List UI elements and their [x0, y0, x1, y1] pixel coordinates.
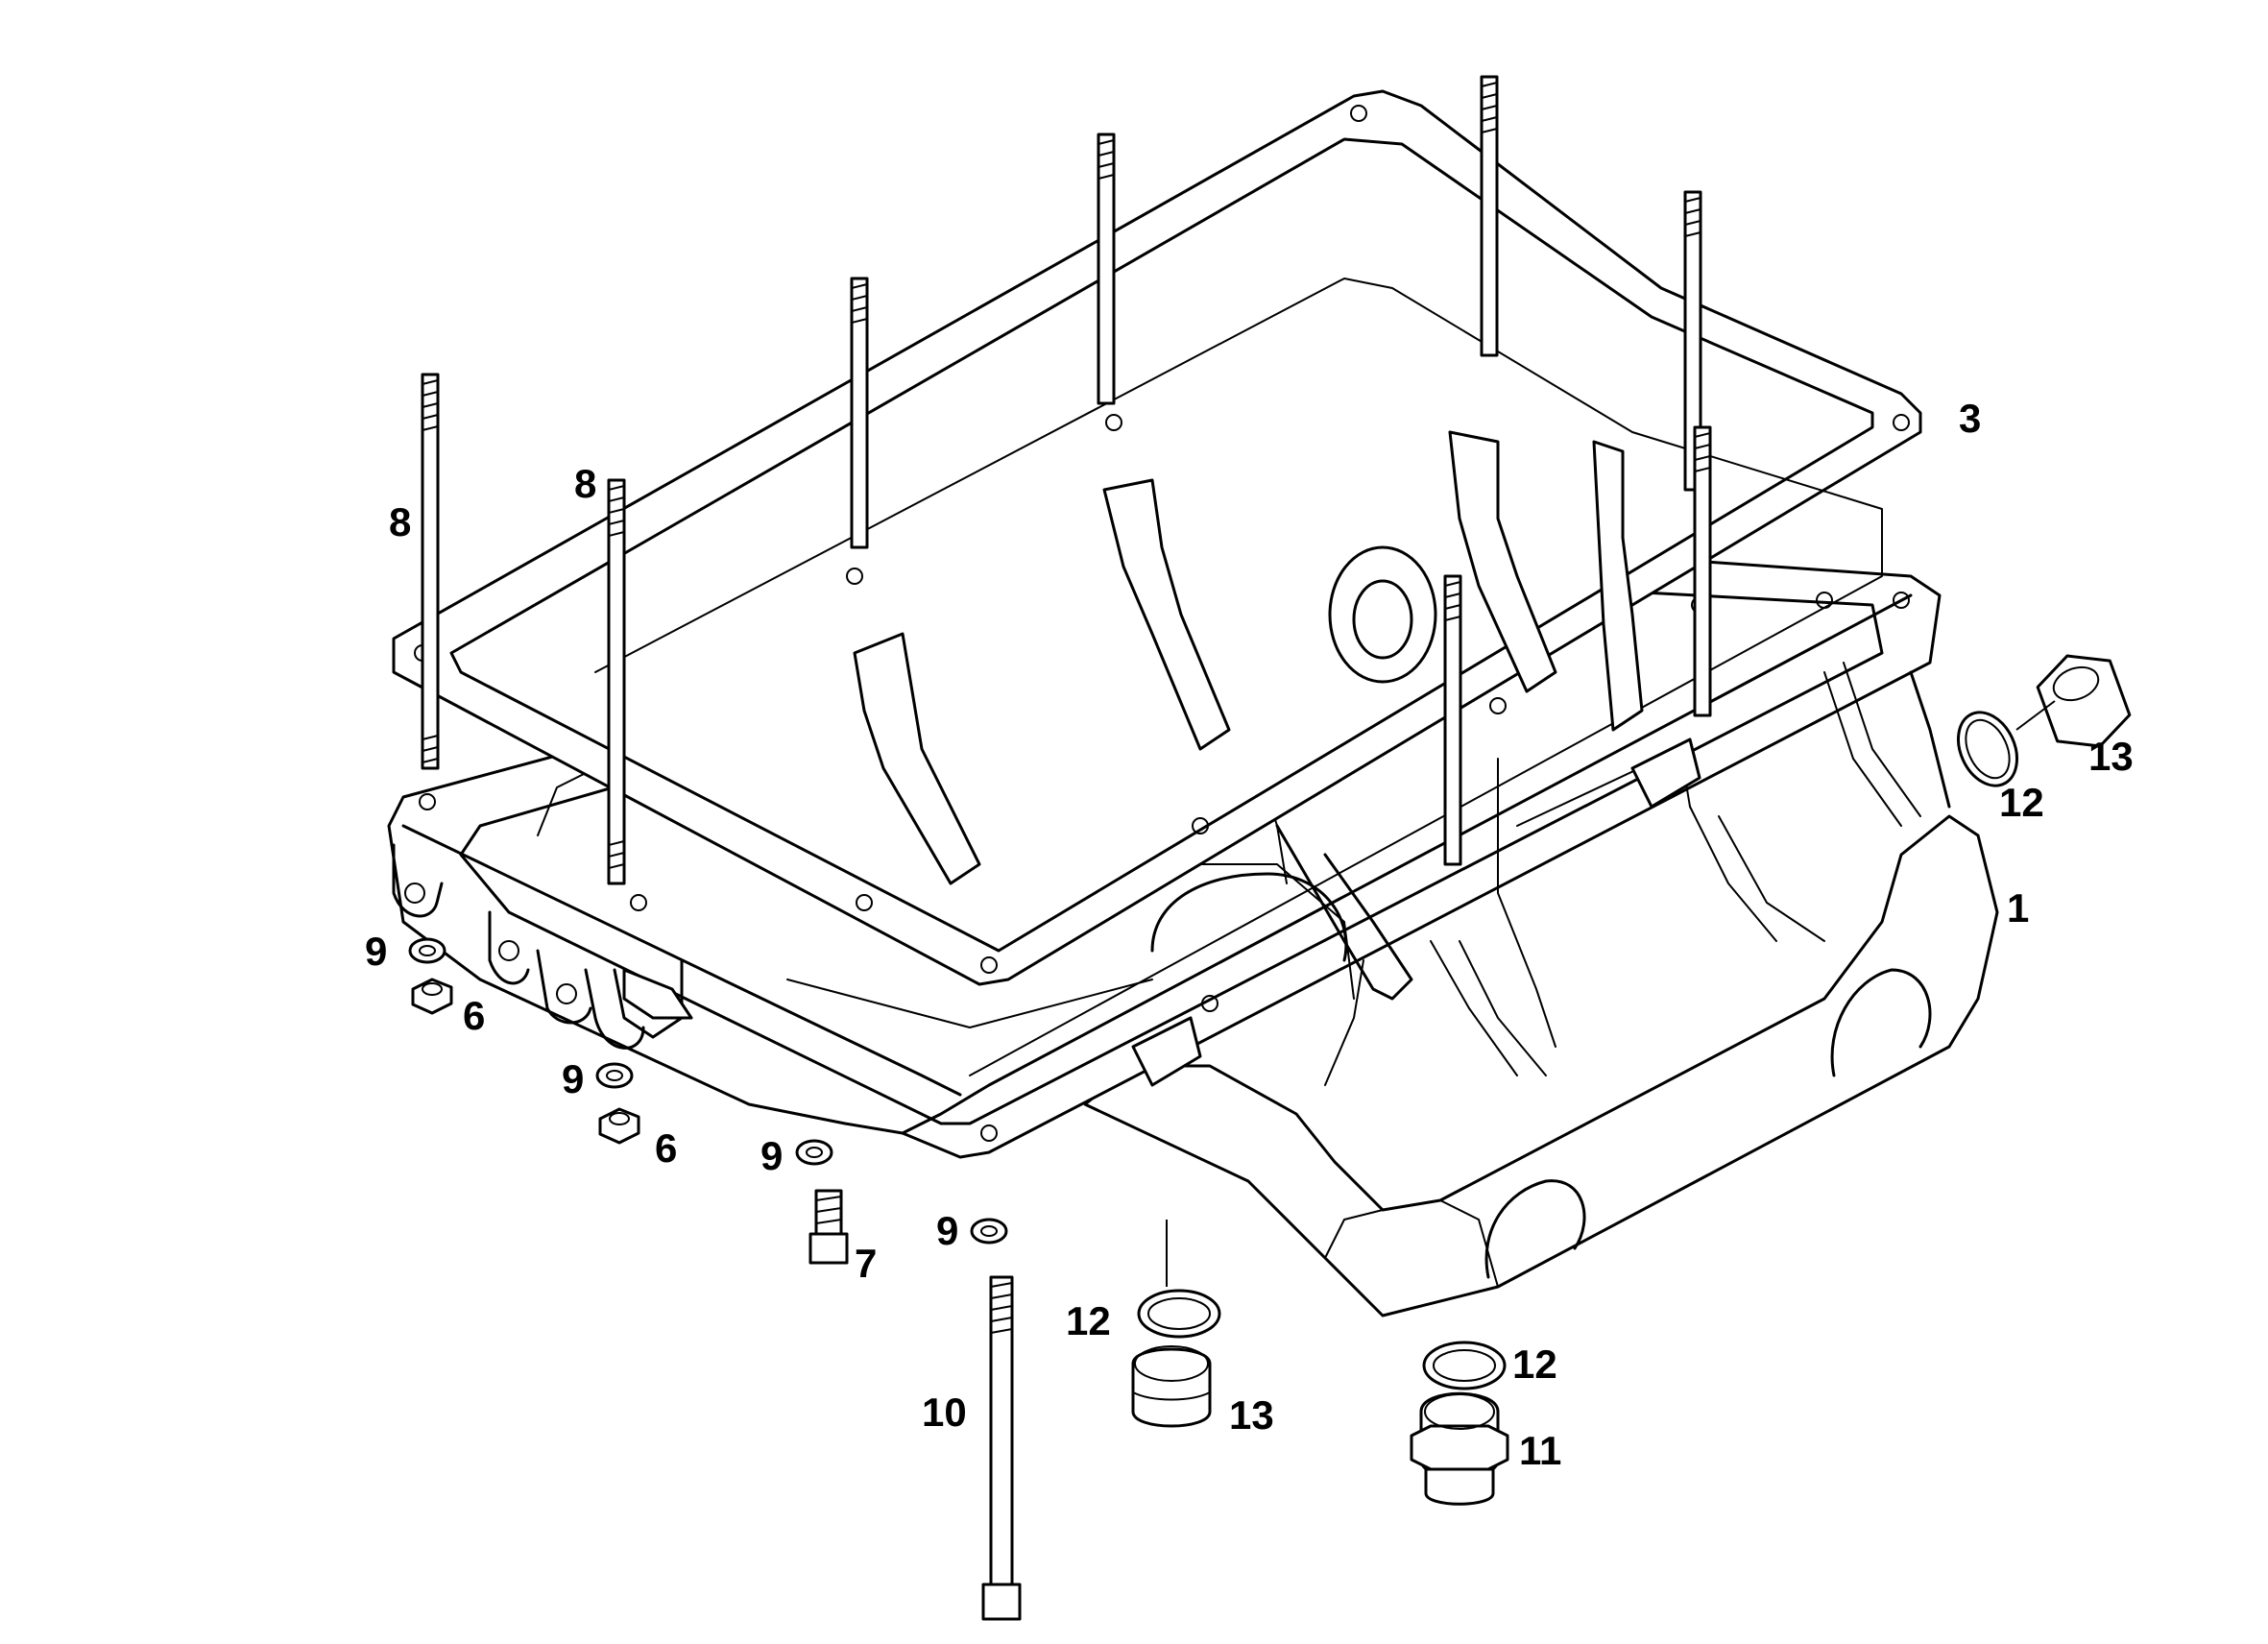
bolt-10	[981, 1275, 1022, 1621]
callout-13: 13	[2088, 734, 2134, 779]
callout-12: 12	[1999, 780, 2044, 825]
gasket	[392, 89, 1922, 1076]
callout-6: 6	[655, 1125, 677, 1171]
seal-ring-12c	[1422, 1341, 1507, 1390]
leader-lines	[1166, 700, 2056, 1287]
stud	[421, 75, 1712, 885]
stud-group	[421, 75, 1712, 885]
callout-10: 10	[922, 1390, 967, 1435]
washer-9a	[408, 937, 446, 964]
callout-12: 12	[1066, 1298, 1111, 1343]
nut-6a	[411, 978, 453, 1015]
callout-9: 9	[760, 1133, 783, 1178]
nut-6b	[598, 1107, 640, 1145]
callout-12: 12	[1512, 1342, 1557, 1387]
callout-6: 6	[463, 993, 485, 1038]
seal-ring-12b	[1137, 1289, 1221, 1339]
bolt-7	[808, 1189, 849, 1265]
seal-ring-12a	[1957, 711, 2018, 787]
drain-fitting-11	[1410, 1391, 1509, 1506]
callout-13: 13	[1229, 1392, 1274, 1438]
callout-1: 1	[2007, 885, 2029, 931]
callout-3: 3	[1959, 396, 1981, 441]
washer-9d	[970, 1218, 1008, 1245]
washer-9b	[595, 1062, 634, 1089]
plug-13a	[2036, 654, 2132, 748]
callout-9: 9	[365, 929, 387, 974]
callout-7: 7	[855, 1241, 877, 1286]
callout-8: 8	[574, 461, 596, 506]
callout-9: 9	[562, 1056, 584, 1101]
plug-13b	[1131, 1345, 1212, 1428]
callout-11: 11	[1519, 1428, 1561, 1473]
callout-9: 9	[936, 1208, 958, 1253]
washer-9c	[795, 1139, 833, 1166]
callout-labels: 1 3 6 6 7 8 8 9 9 9 9 10 11 12 12 12 13 …	[365, 396, 2134, 1473]
callout-8: 8	[389, 499, 411, 544]
